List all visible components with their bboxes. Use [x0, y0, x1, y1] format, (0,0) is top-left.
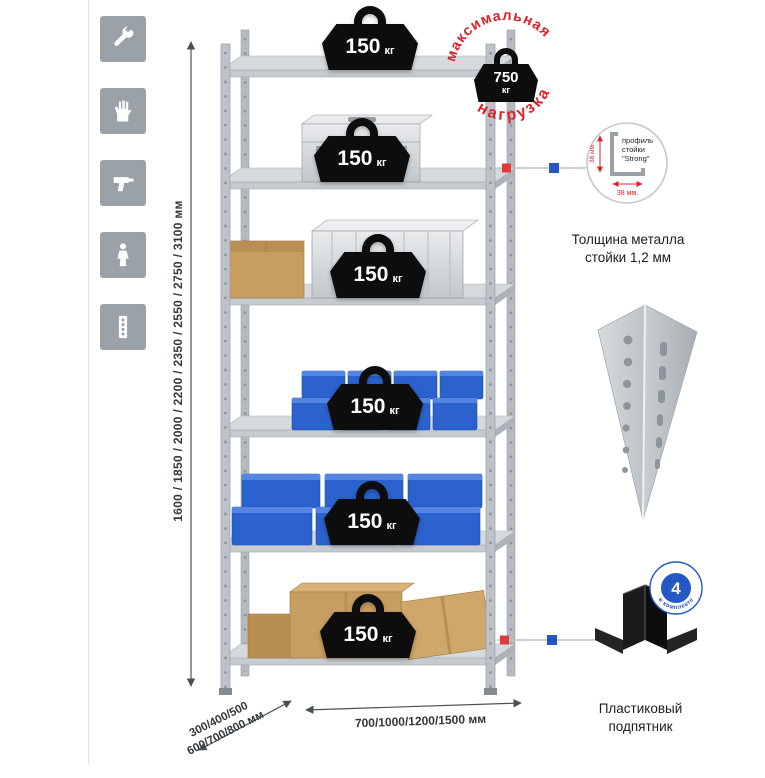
profile-caption: Толщина металла стойки 1,2 мм: [563, 231, 693, 266]
depth-dimension-line: [198, 700, 292, 751]
foot-caption-line2: подпятник: [608, 718, 673, 734]
profile-caption-line2: стойки 1,2 мм: [584, 249, 672, 265]
profile-caption-line1: Толщина металла: [571, 232, 685, 247]
weight-handle-icon: [346, 118, 378, 144]
connector-blue-square: [547, 635, 557, 645]
weight-handle-icon: [352, 594, 384, 620]
connector-blue-square: [549, 163, 559, 173]
profile-label-line3: "Strong": [622, 154, 650, 163]
weight-handle-icon: [362, 234, 394, 260]
connector-red-square: [500, 635, 509, 645]
foot-caption: Пластиковый подпятник: [573, 700, 708, 735]
stamp-weight-unit: кг: [501, 85, 511, 96]
profile-label-line2: стойки: [622, 145, 645, 154]
weight-unit: кг: [384, 44, 395, 57]
weight-unit: кг: [389, 404, 400, 417]
badge-value: 4: [671, 579, 681, 598]
foot-caption-line1: Пластиковый: [598, 701, 683, 716]
height-dimension-label: 1600 / 1850 / 2000 / 2200 / 2350 / 2550 …: [171, 200, 185, 522]
rack-back-posts: [240, 29, 516, 677]
weight-unit: кг: [386, 519, 397, 532]
weight-handle-icon: [494, 48, 518, 66]
weight-unit: кг: [392, 272, 403, 285]
cardboard-box-small: [227, 240, 305, 299]
profile-dim-horizontal-label: 38 мм.: [617, 190, 638, 197]
weight-value: 150: [345, 35, 381, 58]
person-icon: [100, 232, 146, 278]
gloves-icon: [100, 88, 146, 134]
profile-label-line1: профиль: [622, 136, 653, 145]
corner-post-image: [597, 304, 698, 521]
left-divider: [88, 0, 89, 765]
rack-front-posts: [219, 43, 497, 695]
profile-callout-circle: 38 мм 38 мм. профиль стойки "Strong": [586, 122, 668, 204]
rack-post-icon: [100, 304, 146, 350]
weight-value: 150: [350, 395, 386, 418]
post-holes: [622, 335, 667, 473]
profile-dim-vertical-label: 38 мм: [589, 144, 596, 163]
weight-value: 150: [343, 623, 379, 646]
stamp-weight-value: 750: [493, 69, 519, 87]
weight-value: 150: [353, 263, 389, 286]
drill-icon: [100, 160, 146, 206]
weight-handle-icon: [359, 366, 391, 392]
weight-unit: кг: [382, 632, 393, 645]
quantity-badge: в комплекте 4: [649, 561, 703, 615]
angle-profile-drawing: [610, 132, 645, 176]
weight-value: 150: [347, 510, 383, 533]
weight-value: 150: [337, 147, 373, 170]
connector-red-square: [502, 163, 511, 173]
weight-handle-icon: [356, 481, 388, 507]
weight-unit: кг: [376, 156, 387, 169]
wrench-icon: [100, 16, 146, 62]
width-dimension-line: [305, 699, 522, 714]
weight-handle-icon: [354, 6, 386, 32]
